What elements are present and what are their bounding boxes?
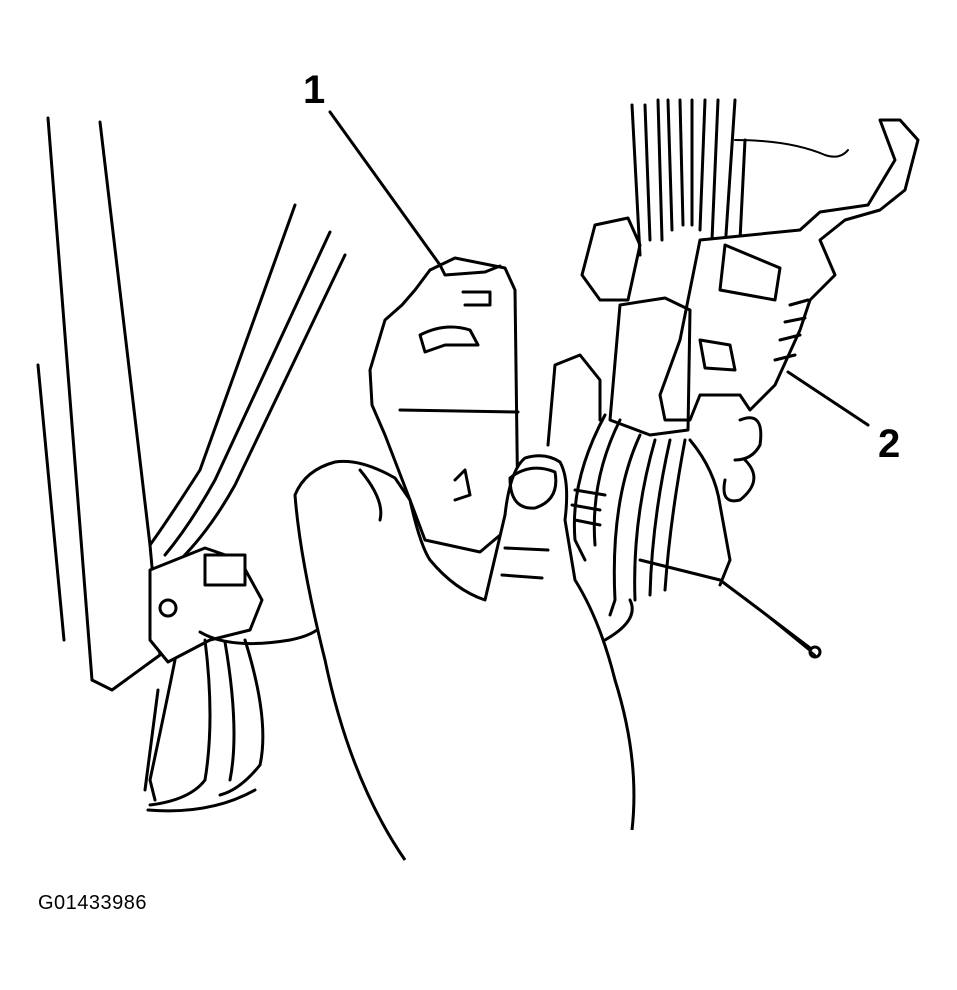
left-connector [143,546,327,813]
trim-panel [36,116,347,692]
wire-harness [570,98,849,617]
bracket-and-cable [546,353,822,659]
callout-2-label: 2 [878,422,900,466]
callout-1-label: 1 [303,68,325,112]
callout-1-leader [328,110,442,267]
callout-2: 2 [786,370,900,466]
callout-2-leader [786,370,870,427]
module-1 [368,256,520,554]
figure-id: G01433986 [38,892,148,914]
module-2 [580,118,920,437]
callout-1: 1 [303,68,442,267]
hand [293,454,636,861]
